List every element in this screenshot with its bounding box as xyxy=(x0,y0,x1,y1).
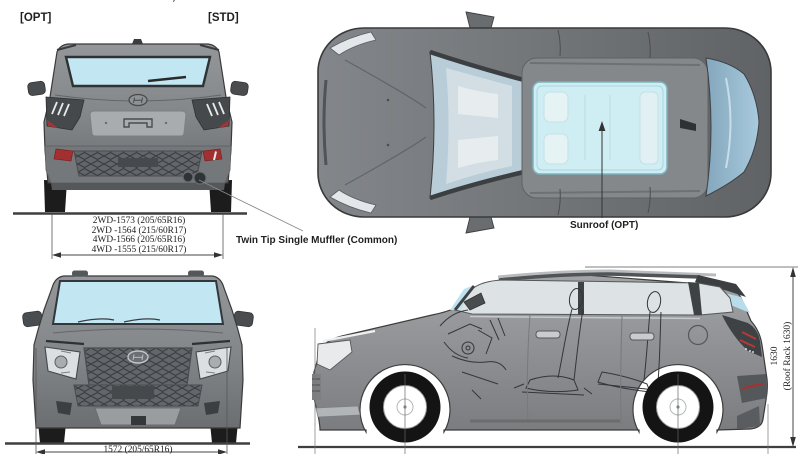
front-track-dim-text: 1572 (205/65R16) xyxy=(103,445,173,454)
muffler-leader-line xyxy=(198,179,304,232)
side-view-drawing xyxy=(298,266,798,454)
roof-rack-dim-text: (Roof Rack 1630) xyxy=(783,321,793,391)
rear-view-drawing xyxy=(13,39,304,259)
sunroof-label: Sunroof (OPT) xyxy=(570,220,639,231)
muffler-note: Twin Tip Single Muffler (Common) xyxy=(236,235,398,246)
front-view-drawing xyxy=(5,270,254,454)
rear-track-dimension xyxy=(51,214,224,259)
tire-note: M TIRE : STD-205/65R16; OPT-215/60R17 xyxy=(22,0,274,3)
seat-xray-linework xyxy=(439,288,662,400)
rear-track-dim-text: 2WD-1573 (205/65R16) 2WD -1564 (215/60R1… xyxy=(91,216,187,255)
top-view-drawing xyxy=(317,11,772,234)
height-dim-text: 1630 xyxy=(770,346,780,366)
label-opt: [OPT] xyxy=(20,12,52,24)
label-std: [STD] xyxy=(208,12,239,24)
